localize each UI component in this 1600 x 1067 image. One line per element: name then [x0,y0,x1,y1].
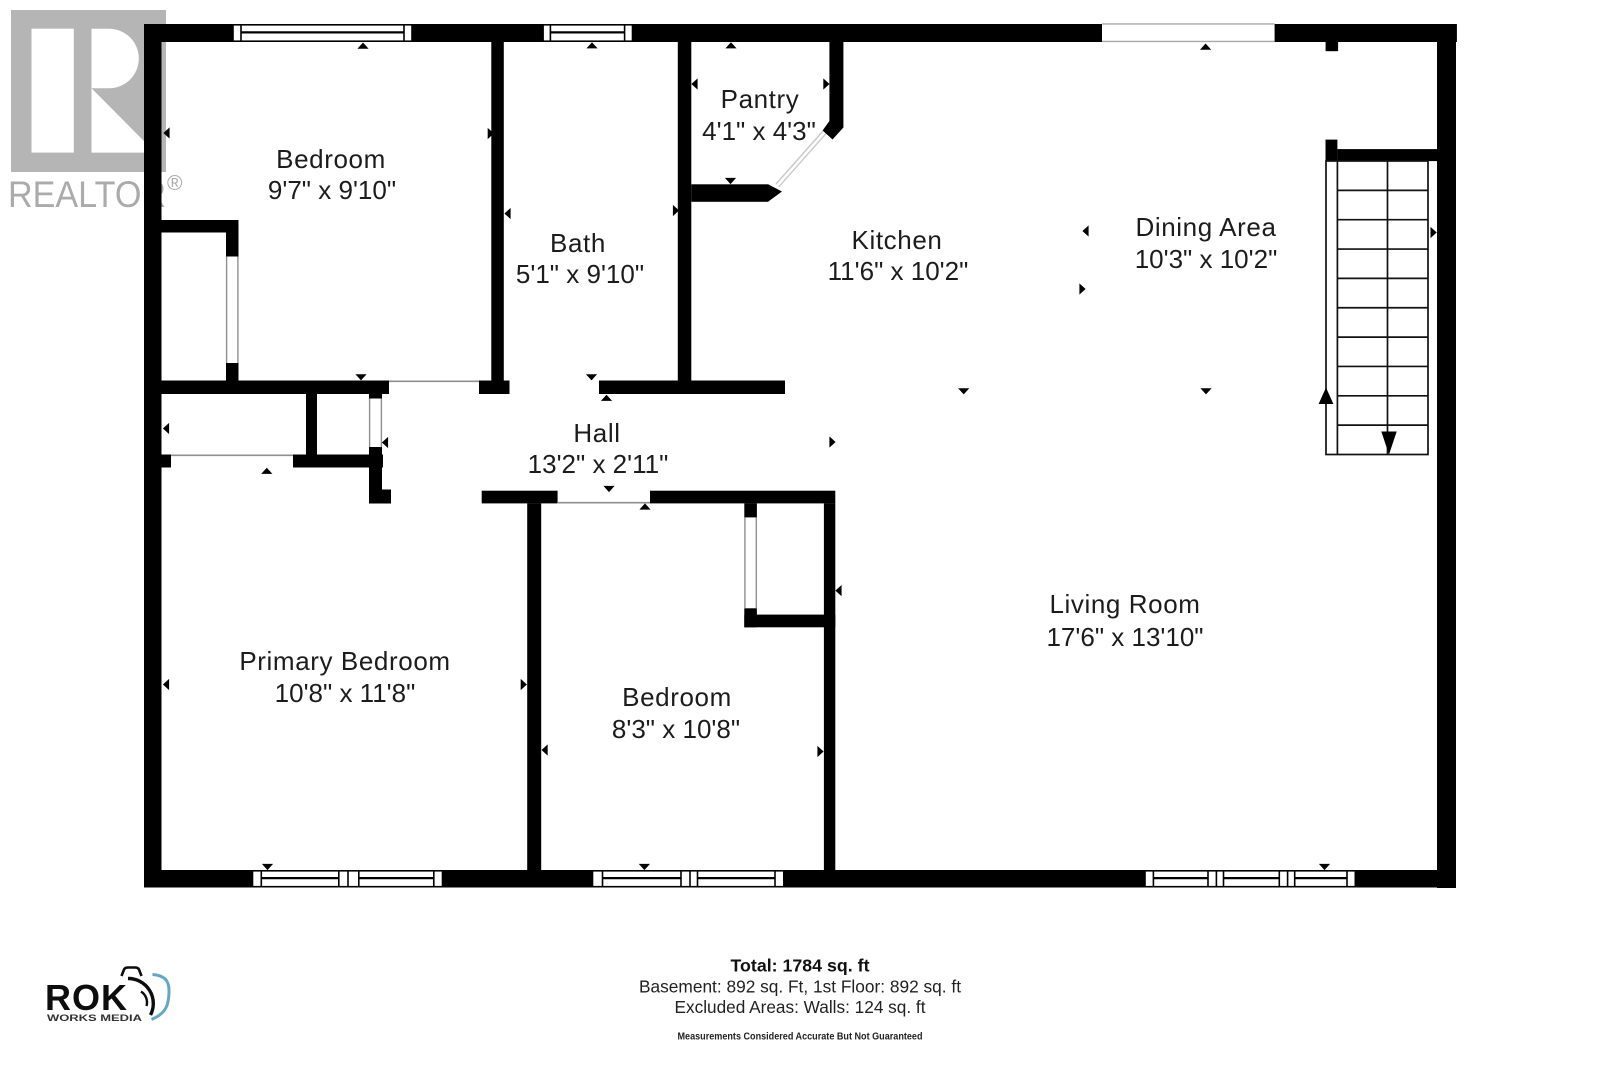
svg-text:ROK: ROK [45,977,128,1018]
svg-text:13'2" x 2'11": 13'2" x 2'11" [528,449,669,479]
svg-text:Measurements Considered Accura: Measurements Considered Accurate But Not… [678,1031,923,1043]
svg-text:REALTOR: REALTOR [8,174,166,215]
svg-text:9'7" x 9'10": 9'7" x 9'10" [268,175,396,205]
svg-text:10'3" x 10'2": 10'3" x 10'2" [1135,244,1278,274]
svg-text:Excluded Areas: Walls: 124 sq.: Excluded Areas: Walls: 124 sq. ft [675,997,926,1017]
svg-text:WORKS MEDIA: WORKS MEDIA [47,1013,143,1023]
svg-text:Bedroom: Bedroom [622,682,732,712]
svg-text:Bath: Bath [550,228,606,258]
svg-text:Living Room: Living Room [1049,589,1200,619]
svg-text:11'6" x 10'2": 11'6" x 10'2" [828,256,969,286]
svg-text:Basement: 892 sq. Ft, 1st Floo: Basement: 892 sq. Ft, 1st Floor: 892 sq.… [639,977,961,997]
svg-text:4'1" x 4'3": 4'1" x 4'3" [702,116,816,146]
svg-text:10'8" x 11'8": 10'8" x 11'8" [275,678,416,708]
svg-text:Total: 1784 sq. ft: Total: 1784 sq. ft [731,956,870,976]
svg-text:Pantry: Pantry [721,84,800,114]
svg-text:8'3" x 10'8": 8'3" x 10'8" [612,714,740,744]
svg-text:Primary Bedroom: Primary Bedroom [239,646,450,676]
svg-text:®: ® [167,172,183,195]
svg-text:Hall: Hall [573,418,620,448]
svg-text:Bedroom: Bedroom [276,144,386,174]
svg-text:Dining Area: Dining Area [1135,212,1276,242]
svg-text:17'6" x 13'10": 17'6" x 13'10" [1046,622,1203,652]
svg-text:5'1" x 9'10": 5'1" x 9'10" [516,259,644,289]
svg-text:Kitchen: Kitchen [852,225,943,255]
